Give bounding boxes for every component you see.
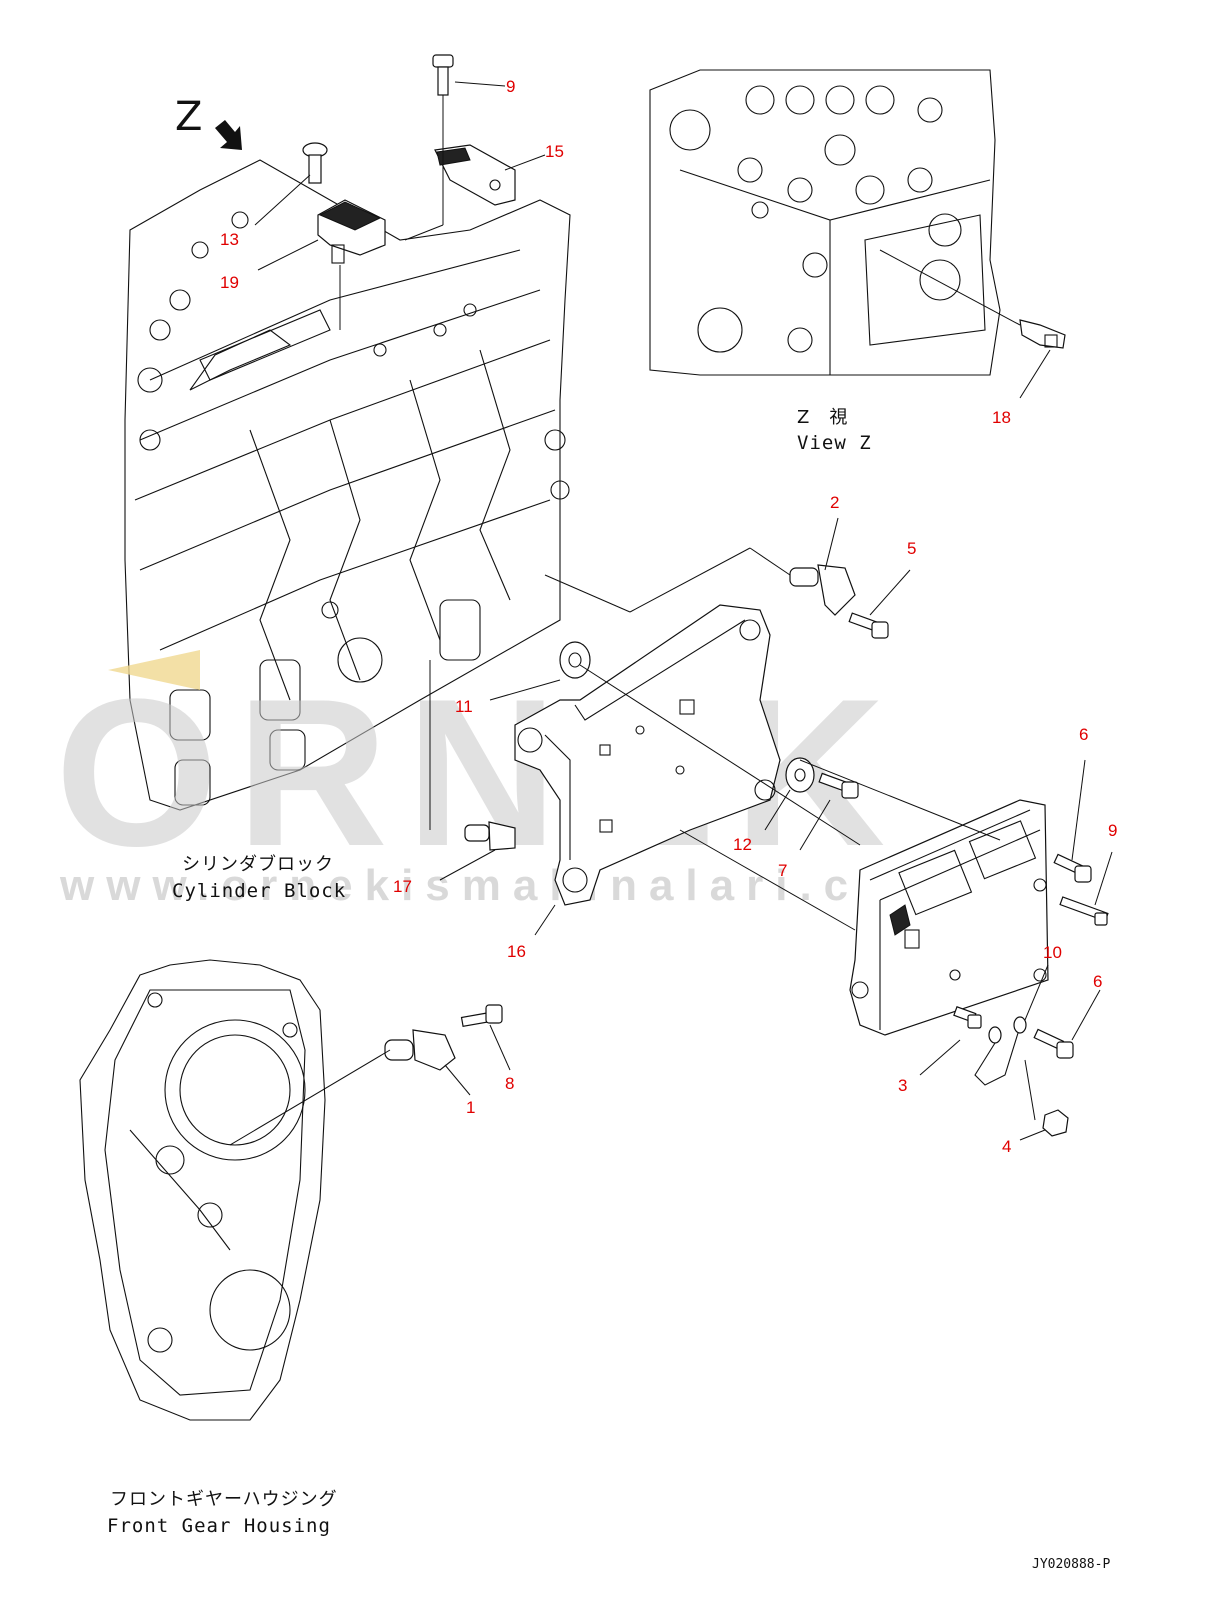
leader-lines: [229, 81, 1113, 1146]
front-gear-label-jp: フロントギヤーハウジング: [110, 1489, 338, 1510]
part-4-nut: [1042, 1109, 1069, 1137]
part-11-ground-strap: [974, 1016, 1027, 1086]
part-7-bolt: [818, 772, 859, 799]
callout-6-lower: 6: [1093, 972, 1102, 991]
callout-19: 19: [220, 273, 239, 292]
callout-1: 1: [466, 1098, 475, 1117]
part-1-sensor: [384, 1029, 456, 1071]
part-13-grommet: [785, 757, 815, 793]
ecm-module: [849, 799, 1049, 1036]
front-gear-label-en: Front Gear Housing: [107, 1515, 331, 1537]
view-z-label-jp: Z 視: [797, 407, 848, 428]
part-3-bolt: [953, 1006, 982, 1029]
callout-5: 5: [907, 539, 916, 558]
part-5-bolt: [848, 612, 889, 639]
part-12-grommet: [559, 641, 591, 679]
callout-14: 13: [220, 230, 239, 249]
callout-10: 9: [1108, 821, 1117, 840]
callout-18: 18: [992, 408, 1011, 427]
part-17-sensor: [464, 821, 516, 851]
callout-17: 17: [393, 877, 412, 896]
callout-7: 7: [778, 861, 787, 880]
part-16-sensor: [434, 144, 516, 206]
drawing-code: JY020888-P: [1032, 1557, 1110, 1572]
callout-8: 8: [505, 1074, 514, 1093]
part-19-sensor: [317, 199, 386, 264]
callout-3: 3: [898, 1076, 907, 1095]
callout-6-upper: 6: [1079, 725, 1088, 744]
view-z-arrow-icon: [215, 120, 242, 150]
cylinder-block-label-en: Cylinder Block: [172, 880, 346, 902]
cylinder-block-label-jp: シリンダブロック: [182, 853, 334, 875]
captions: シリンダブロック Cylinder Block Z 視 View Z フロントギ…: [107, 407, 1110, 1572]
cylinder-block-drawing: [124, 159, 571, 811]
callout-2: 2: [830, 493, 839, 512]
view-z-drawing: [649, 69, 1001, 376]
ecm-bracket: [514, 604, 781, 906]
part-6-bolt-lower: [1033, 1028, 1074, 1059]
callouts: 9 15 13 19 18 2 5 11 6 9 12 7 17 16 10 6…: [220, 77, 1117, 1156]
view-z-marker: Z: [175, 94, 242, 150]
part-2-sensor: [789, 564, 856, 616]
front-gear-housing-drawing: [79, 959, 326, 1421]
callout-4: 4: [1002, 1137, 1011, 1156]
part-10-stud: [1059, 896, 1109, 926]
callout-13: 12: [733, 835, 752, 854]
callout-11: 10: [1043, 943, 1062, 962]
part-6-bolt-upper: [1053, 853, 1092, 883]
callout-12: 11: [455, 697, 473, 716]
part-18-sensor: [1019, 319, 1066, 349]
part-14-screw: [302, 142, 328, 184]
callout-15: 16: [507, 942, 526, 961]
view-z-letter: Z: [175, 94, 202, 140]
part-9-bolt: [432, 54, 454, 96]
callout-9: 9: [506, 77, 515, 96]
part-8-bolt: [460, 1004, 503, 1028]
view-z-label-en: View Z: [797, 432, 872, 454]
callout-16: 15: [545, 142, 564, 161]
